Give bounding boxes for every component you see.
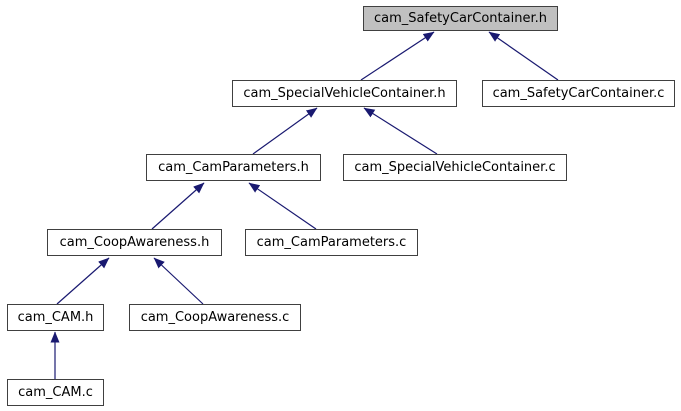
edge-arrow (153, 257, 204, 305)
node-cam-coopawareness-h[interactable]: cam_CoopAwareness.h (47, 229, 222, 256)
node-cam-camparameters-h[interactable]: cam_CamParameters.h (146, 154, 321, 181)
node-cam-cam-c[interactable]: cam_CAM.c (7, 379, 104, 406)
node-cam-safetycarcontainer-h: cam_SafetyCarContainer.h (363, 6, 558, 31)
node-cam-specialvehiclecontainer-c[interactable]: cam_SpecialVehicleContainer.c (343, 154, 567, 181)
node-cam-coopawareness-c[interactable]: cam_CoopAwareness.c (129, 304, 301, 331)
edge-arrow (488, 31, 559, 81)
edge-arrow (252, 107, 318, 155)
edge-arrow (151, 182, 205, 230)
node-cam-specialvehiclecontainer-h[interactable]: cam_SpecialVehicleContainer.h (232, 80, 457, 107)
edge-arrow (56, 257, 110, 305)
edge-arrow (363, 107, 438, 155)
edge-arrow (248, 182, 317, 230)
node-cam-safetycarcontainer-c[interactable]: cam_SafetyCarContainer.c (482, 80, 675, 107)
edge-arrow (360, 31, 435, 81)
node-cam-camparameters-c[interactable]: cam_CamParameters.c (245, 229, 418, 256)
node-cam-cam-h[interactable]: cam_CAM.h (7, 304, 104, 331)
